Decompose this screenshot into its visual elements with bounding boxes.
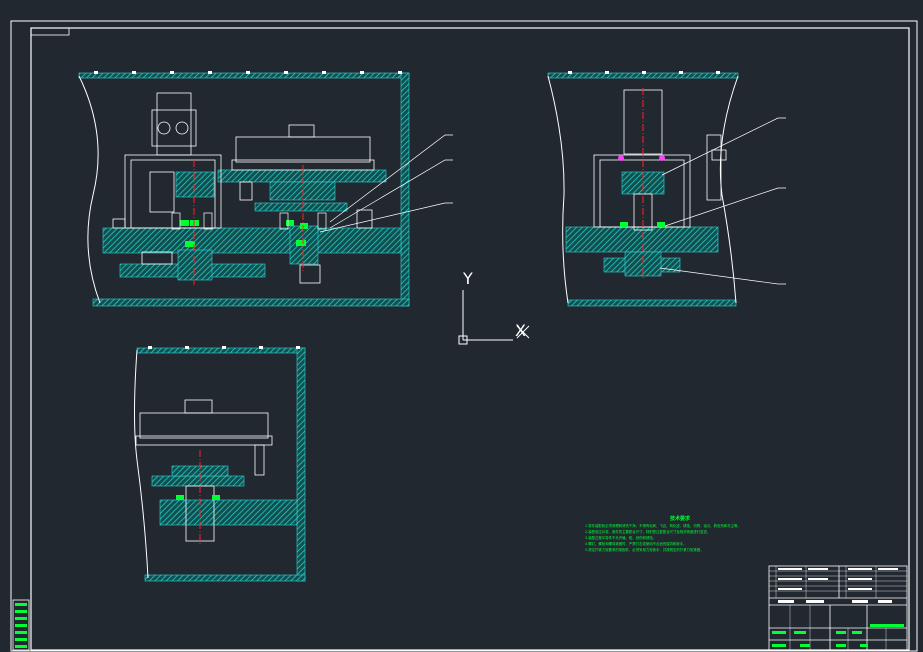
ucs-axis-icon: [458, 290, 530, 345]
axis-y-label: Y: [463, 269, 473, 288]
technical-requirement-line: 5.规定拧紧力矩要求的紧固件，必须采用力矩扳手，并按规定的拧紧力矩紧固。: [585, 548, 704, 552]
title-block: [768, 565, 908, 651]
axis-x-label: X: [515, 321, 526, 340]
technical-requirements: 技术要求 1.零件装配前必须清理和清洗干净，不得有毛刺、飞边、氧化皮、锈蚀、切屑…: [585, 515, 775, 553]
technical-requirement-line: 3.装配过程中零件不允许磕、碰、划伤和锈蚀。: [585, 536, 657, 540]
view-side-section[interactable]: [547, 71, 786, 307]
technical-requirement-line: 2.装配前应对零、部件的主要配合尺寸，特别是过盈配合尺寸及相关精度进行复查。: [585, 530, 711, 534]
drawing-frame: [10, 20, 918, 652]
view-detail-section[interactable]: [134, 346, 306, 582]
technical-requirement-line: 1.零件装配前必须清理和清洗干净，不得有毛刺、飞边、氧化皮、锈蚀、切屑、油污、着…: [585, 524, 741, 528]
technical-requirements-title: 技术要求: [669, 516, 690, 522]
technical-requirement-line: 4.螺钉、螺栓和螺母紧固时，严禁打击或使用不合适的旋具和扳手。: [585, 542, 687, 546]
revision-column: [12, 599, 30, 651]
view-front-section[interactable]: [78, 71, 453, 307]
